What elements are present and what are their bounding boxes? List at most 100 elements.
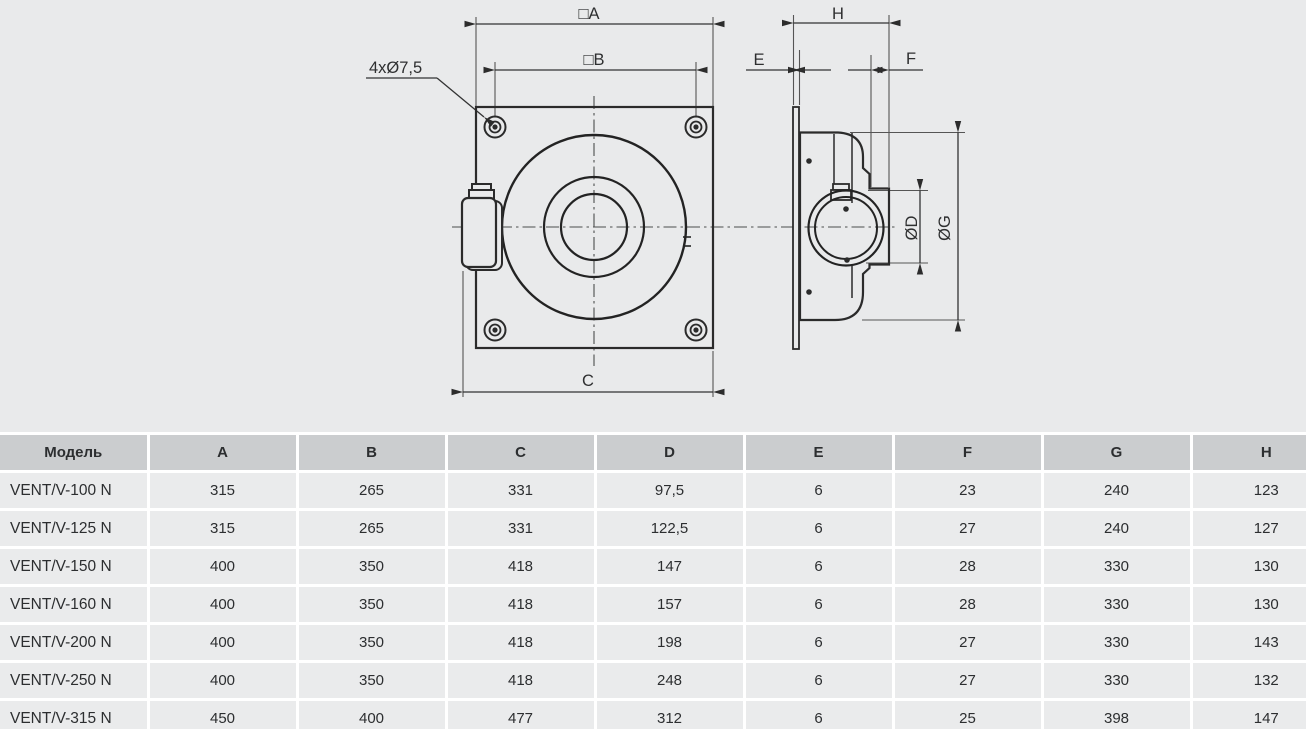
table-cell: 418 xyxy=(444,546,595,586)
dim-label-F: F xyxy=(906,50,916,68)
col-header-f: F xyxy=(891,432,1042,472)
table-cell: 130 xyxy=(1189,584,1306,624)
mounting-plate-side xyxy=(792,106,800,350)
dim-label-E: E xyxy=(753,51,764,69)
table-cell: 248 xyxy=(593,660,744,700)
dim-label-G: ØG xyxy=(936,215,954,241)
screw-holes xyxy=(483,115,708,342)
table-cell: 147 xyxy=(593,546,744,586)
table-cell: 240 xyxy=(1040,470,1191,510)
table-header-row: Модель A B C D E F G H xyxy=(0,432,1306,472)
table-cell: 127 xyxy=(1189,508,1306,548)
table-cell: 122,5 xyxy=(593,508,744,548)
table-row: VENT/V-125 N 315 265 331 122,5 6 27 240 … xyxy=(0,508,1306,548)
col-header-b: B xyxy=(295,432,446,472)
table-cell: 312 xyxy=(593,698,744,729)
table-cell: 132 xyxy=(1189,660,1306,700)
table-cell: 350 xyxy=(295,584,446,624)
model-name: VENT/V-100 N xyxy=(0,470,148,510)
centerlines xyxy=(452,96,897,366)
col-header-e: E xyxy=(742,432,893,472)
side-view: H E F ØD ØG xyxy=(746,5,965,350)
table-cell: 97,5 xyxy=(593,470,744,510)
table-cell: 330 xyxy=(1040,546,1191,586)
table-row: VENT/V-315 N 450 400 477 312 6 25 398 14… xyxy=(0,698,1306,729)
table-cell: 400 xyxy=(146,584,297,624)
table-cell: 330 xyxy=(1040,660,1191,700)
dim-label-A: □A xyxy=(579,5,600,23)
dimensions-table: Модель A B C D E F G H VENT/V-100 N 315 … xyxy=(0,432,1306,729)
table-cell: 240 xyxy=(1040,508,1191,548)
table-row: VENT/V-150 N 400 350 418 147 6 28 330 13… xyxy=(0,546,1306,586)
table-cell: 157 xyxy=(593,584,744,624)
table-row: VENT/V-200 N 400 350 418 198 6 27 330 14… xyxy=(0,622,1306,662)
rivets xyxy=(806,158,850,295)
table-cell: 418 xyxy=(444,660,595,700)
table-row: VENT/V-250 N 400 350 418 248 6 27 330 13… xyxy=(0,660,1306,700)
duct-spigot xyxy=(807,189,885,267)
table-cell: 130 xyxy=(1189,546,1306,586)
table-cell: 6 xyxy=(742,546,893,586)
table-cell: 6 xyxy=(742,584,893,624)
table-cell: 28 xyxy=(891,584,1042,624)
junction-box xyxy=(460,183,503,271)
table-cell: 400 xyxy=(146,660,297,700)
col-header-model: Модель xyxy=(0,432,148,472)
table-cell: 6 xyxy=(742,622,893,662)
col-header-g: G xyxy=(1040,432,1191,472)
model-name: VENT/V-315 N xyxy=(0,698,148,729)
table-cell: 27 xyxy=(891,622,1042,662)
table-cell: 147 xyxy=(1189,698,1306,729)
table-cell: 398 xyxy=(1040,698,1191,729)
table-cell: 28 xyxy=(891,546,1042,586)
table-cell: 331 xyxy=(444,508,595,548)
table-cell: 265 xyxy=(295,508,446,548)
table-cell: 418 xyxy=(444,622,595,662)
table-row: VENT/V-160 N 400 350 418 157 6 28 330 13… xyxy=(0,584,1306,624)
table-cell: 6 xyxy=(742,698,893,729)
col-header-h: H xyxy=(1189,432,1306,472)
dimension-drawing: □A □B C 4xØ7,5 xyxy=(366,5,965,397)
table-cell: 315 xyxy=(146,470,297,510)
table-cell: 418 xyxy=(444,584,595,624)
table-cell: 450 xyxy=(146,698,297,729)
table-cell: 27 xyxy=(891,508,1042,548)
col-header-d: D xyxy=(593,432,744,472)
model-name: VENT/V-125 N xyxy=(0,508,148,548)
table-cell: 23 xyxy=(891,470,1042,510)
front-view: □A □B C 4xØ7,5 xyxy=(366,5,725,397)
table-cell: 350 xyxy=(295,622,446,662)
table-cell: 6 xyxy=(742,508,893,548)
table-cell: 400 xyxy=(146,622,297,662)
table-cell: 350 xyxy=(295,660,446,700)
table-cell: 6 xyxy=(742,470,893,510)
col-header-c: C xyxy=(444,432,595,472)
fan-housing-side xyxy=(798,131,891,322)
table-cell: 265 xyxy=(295,470,446,510)
table-row: VENT/V-100 N 315 265 331 97,5 6 23 240 1… xyxy=(0,470,1306,510)
table-cell: 315 xyxy=(146,508,297,548)
table-cell: 27 xyxy=(891,660,1042,700)
table-cell: 25 xyxy=(891,698,1042,729)
table-cell: 123 xyxy=(1189,470,1306,510)
table-cell: 6 xyxy=(742,660,893,700)
dim-label-C: C xyxy=(582,372,594,390)
table-cell: 477 xyxy=(444,698,595,729)
table-cell: 400 xyxy=(295,698,446,729)
model-name: VENT/V-200 N xyxy=(0,622,148,662)
col-header-a: A xyxy=(146,432,297,472)
holes-note-label: 4xØ7,5 xyxy=(369,59,422,77)
model-name: VENT/V-250 N xyxy=(0,660,148,700)
table-cell: 350 xyxy=(295,546,446,586)
table-cell: 400 xyxy=(146,546,297,586)
table-cell: 330 xyxy=(1040,622,1191,662)
table-cell: 143 xyxy=(1189,622,1306,662)
table-cell: 198 xyxy=(593,622,744,662)
dim-label-B: □B xyxy=(584,51,605,69)
table-cell: 330 xyxy=(1040,584,1191,624)
model-name: VENT/V-150 N xyxy=(0,546,148,586)
table-cell: 331 xyxy=(444,470,595,510)
dim-label-H: H xyxy=(832,5,844,23)
model-name: VENT/V-160 N xyxy=(0,584,148,624)
